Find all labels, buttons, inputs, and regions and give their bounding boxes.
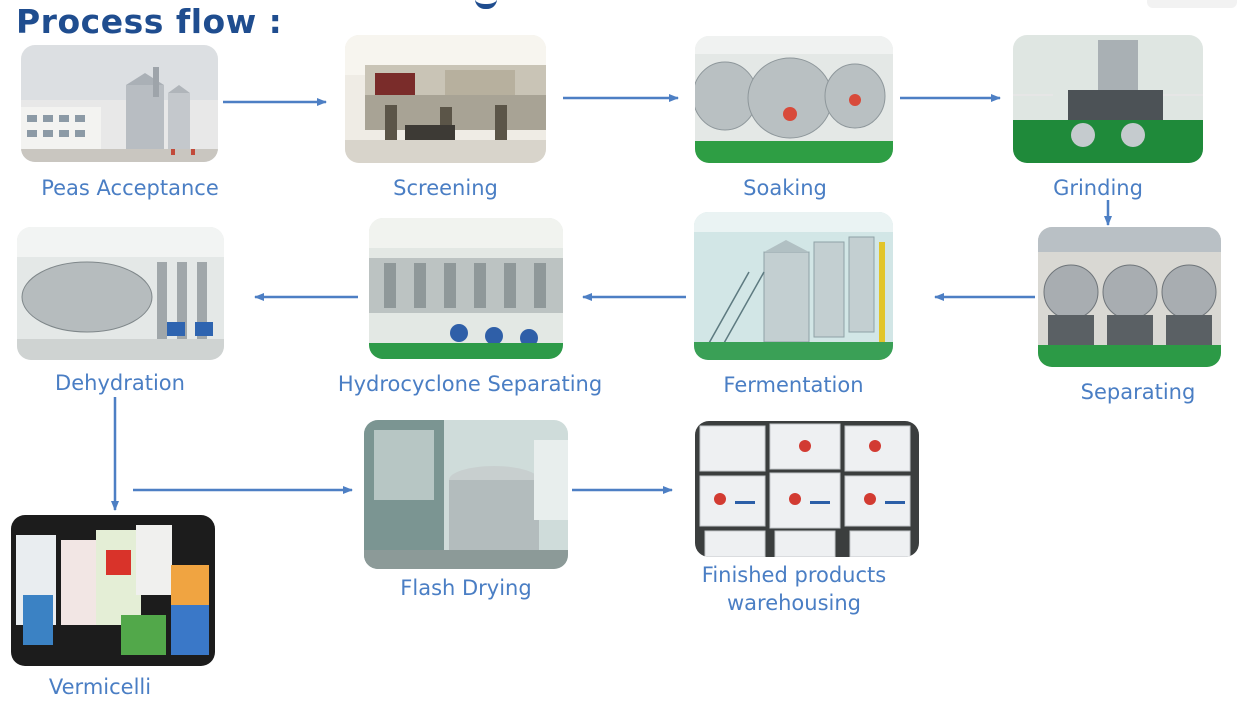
corner-decoration bbox=[1147, 0, 1237, 8]
step-label-vermicelli: Vermicelli bbox=[48, 675, 152, 699]
soaking-photo bbox=[695, 36, 893, 163]
dehydration-photo bbox=[17, 227, 224, 360]
flash-drying-photo bbox=[364, 420, 568, 569]
step-label-soaking: Soaking bbox=[743, 176, 827, 200]
step-label-peas-acceptance: Peas Acceptance bbox=[41, 176, 219, 200]
vermicelli-photo bbox=[11, 515, 215, 666]
fermentation-photo bbox=[694, 212, 893, 360]
step-label-flash-drying: Flash Drying bbox=[400, 576, 532, 600]
hydrocyclone-photo bbox=[369, 218, 563, 359]
grinding-photo bbox=[1013, 35, 1203, 163]
step-label-grinding: Grinding bbox=[1053, 176, 1143, 200]
step-label-hydrocyclone: Hydrocyclone Separating bbox=[337, 372, 603, 396]
page-title: Process flow : bbox=[16, 2, 283, 41]
step-label-separating: Separating bbox=[1080, 380, 1196, 404]
warehousing-photo bbox=[695, 421, 919, 557]
screening-photo bbox=[345, 35, 546, 163]
step-label-dehydration: Dehydration bbox=[55, 371, 185, 395]
step-label-fermentation: Fermentation bbox=[723, 373, 864, 397]
step-label-warehousing: Finished products warehousing bbox=[701, 563, 887, 615]
title-decoration bbox=[475, 0, 497, 9]
separating-photo bbox=[1038, 227, 1221, 367]
step-label-screening: Screening bbox=[393, 176, 498, 200]
peas-acceptance-photo bbox=[21, 45, 218, 162]
